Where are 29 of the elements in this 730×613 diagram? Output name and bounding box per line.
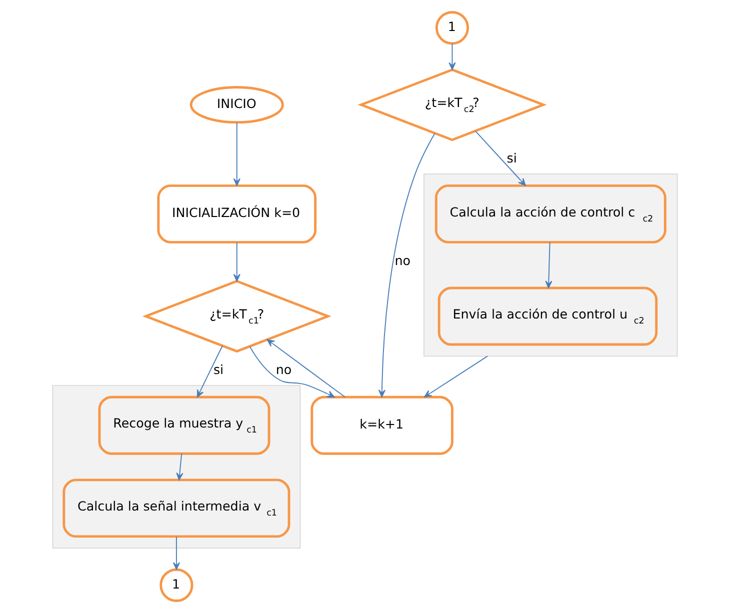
- node-diamond: ¿t=kT$_{c1}$?: [142, 280, 332, 353]
- node-box: k=k+1: [310, 396, 454, 455]
- node-box: Recoge la muestra y$_{c1}$: [98, 396, 270, 455]
- arrow: [172, 536, 180, 570]
- arrow: [249, 346, 335, 398]
- node-box: INICIALIZACIÓN k=0: [157, 184, 317, 244]
- arrow: [378, 132, 436, 398]
- arrow: [176, 453, 184, 480]
- edge-label: no: [276, 362, 292, 378]
- node-ellipse: INICIO: [190, 86, 284, 124]
- arrow: [424, 356, 488, 398]
- node-box: Calcula la señal intermedia v$_{c1}$: [62, 478, 290, 538]
- arrow: [475, 130, 526, 186]
- node-box: Envía la acción de control u$_{c2}$: [438, 286, 658, 346]
- edge-label: si: [506, 150, 517, 166]
- arrow: [545, 242, 552, 288]
- edge-label: si: [213, 362, 224, 378]
- node-box: Calcula la acción de control c$_{c2}$: [434, 184, 666, 244]
- arrow: [196, 345, 223, 398]
- cluster: [52, 384, 301, 549]
- cluster: [423, 173, 678, 357]
- edge-label: no: [394, 252, 410, 268]
- arrow: [233, 122, 240, 186]
- node-circle: 1: [435, 11, 470, 45]
- node-circle: 1: [160, 568, 194, 602]
- node-diamond: ¿t=kT$_{c2}$?: [358, 68, 547, 142]
- arrow: [266, 339, 346, 398]
- arrow: [448, 43, 456, 70]
- arrow: [233, 242, 240, 282]
